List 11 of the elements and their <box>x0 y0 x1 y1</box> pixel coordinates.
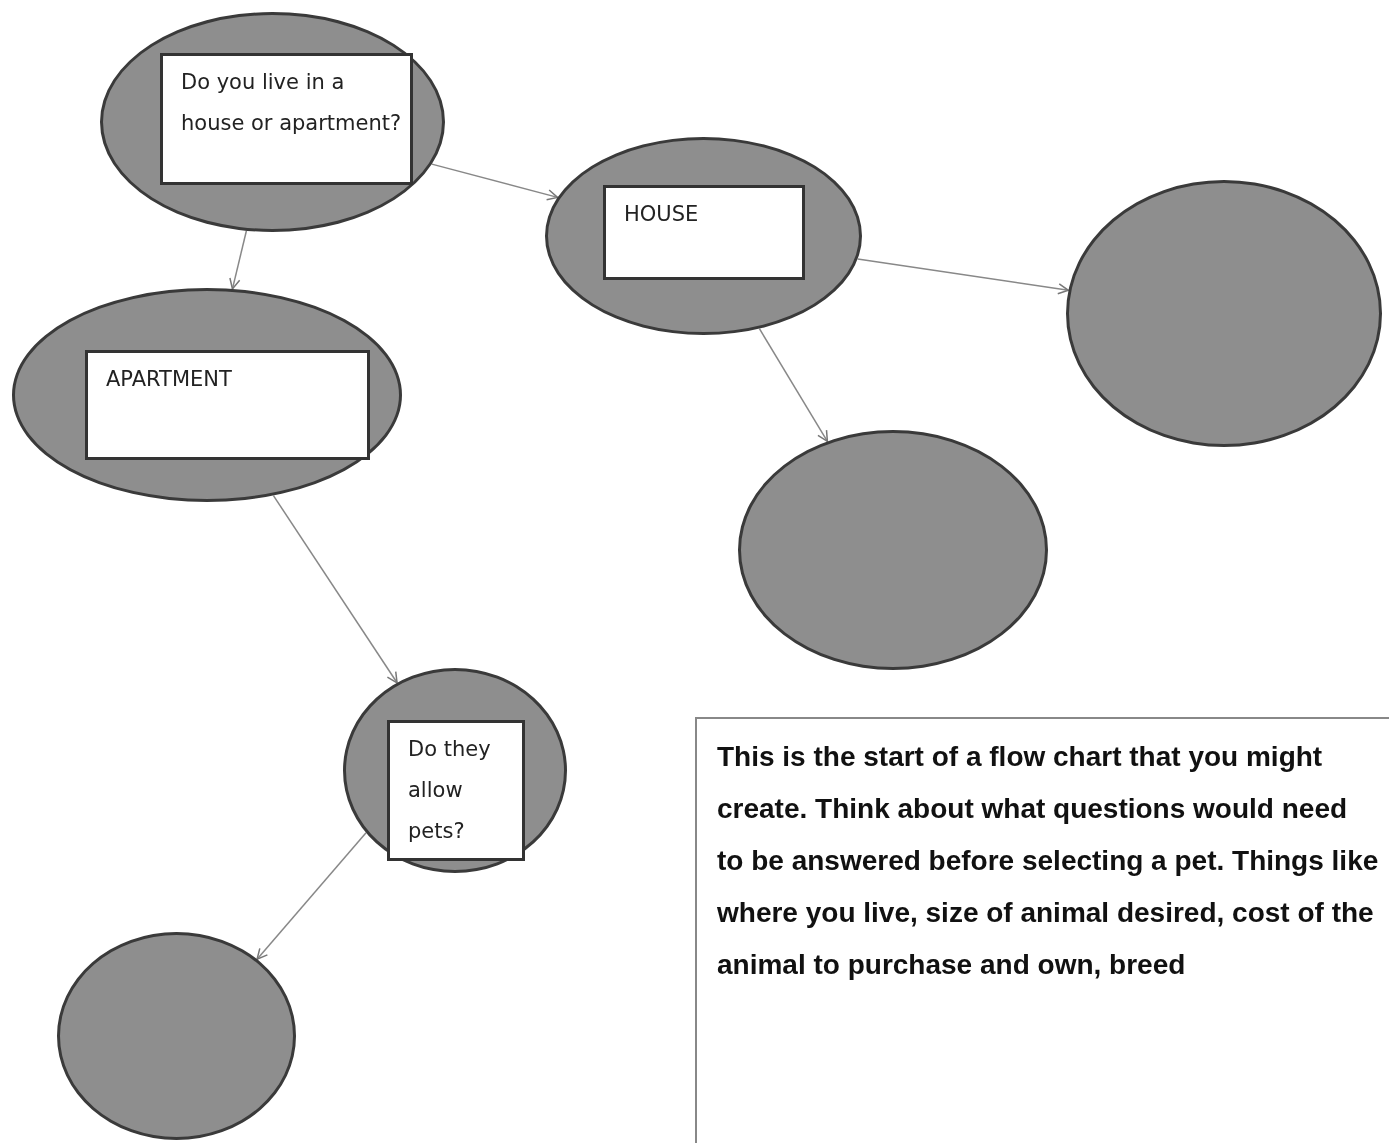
arrow <box>272 494 398 684</box>
text-label-box: Do they allow pets? <box>387 720 525 861</box>
note-panel <box>695 717 1389 1143</box>
arrow <box>431 163 559 201</box>
arrow <box>256 832 367 960</box>
text-label-box: Do you live in a house or apartment? <box>160 53 413 185</box>
text-label-box: HOUSE <box>603 185 805 280</box>
arrow <box>758 327 829 443</box>
text-label-box: APARTMENT <box>85 350 370 460</box>
note-text: This is the start of a flow chart that you might create. Think about what questions would need to be answered before selecting a pet. Things like where you live, size of animal desired, cost of the animal to purchase and own, breed <box>716 740 1380 982</box>
arrow <box>229 230 248 290</box>
